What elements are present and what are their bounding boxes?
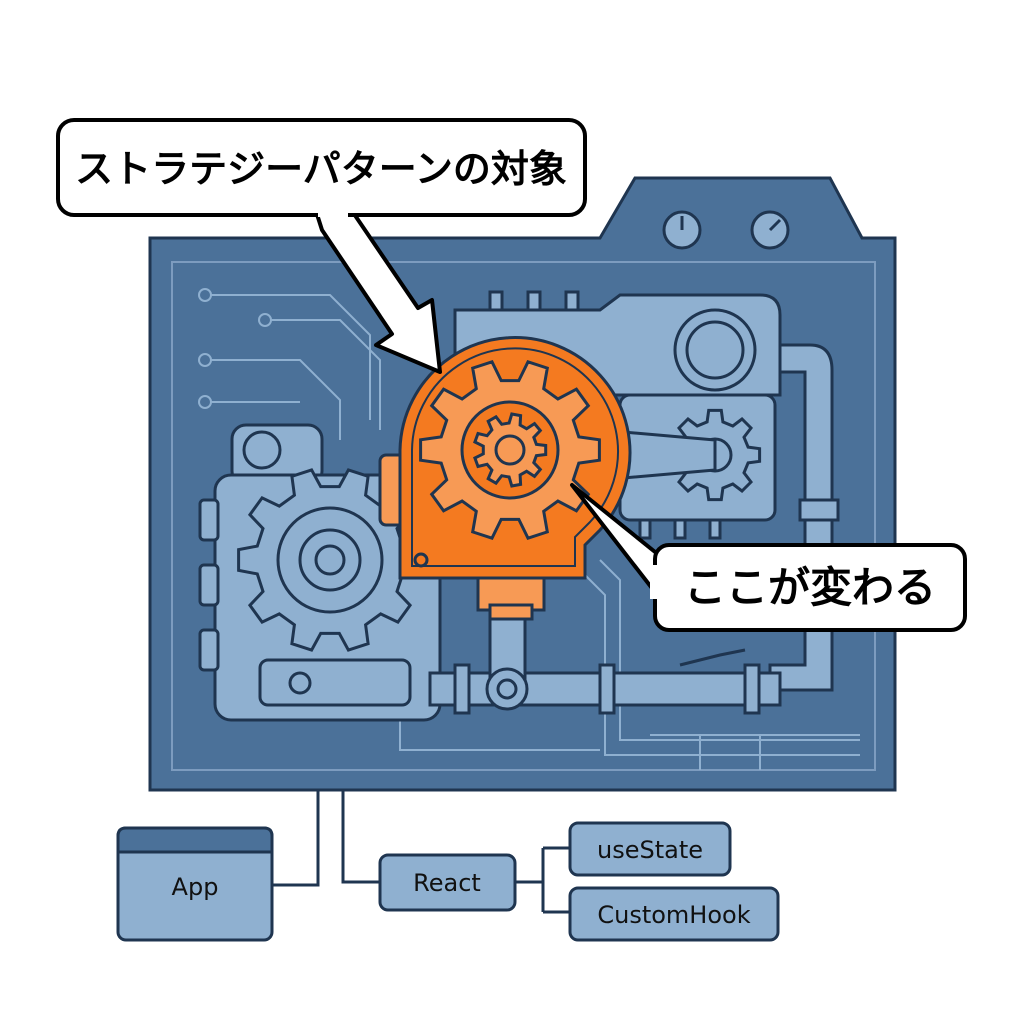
node-label: useState <box>597 836 703 864</box>
panel-inner-border <box>171 261 876 771</box>
strategy-unit <box>378 336 632 621</box>
node-label: React <box>413 869 481 897</box>
node-label: CustomHook <box>597 901 750 929</box>
callout-changes-here: ここが変わる <box>570 483 967 632</box>
tree-node-app[interactable]: App <box>116 826 274 942</box>
callout-text: ストラテジーパターンの対象 <box>75 147 567 191</box>
tree-node-react[interactable]: React <box>378 853 517 912</box>
node-label: App <box>172 873 219 901</box>
callout-text: ここが変わる <box>684 563 936 612</box>
left-machine <box>198 423 442 722</box>
tree-node-customhook[interactable]: CustomHook <box>568 886 780 942</box>
knob-needle <box>768 218 782 232</box>
callout-arrow <box>313 206 442 374</box>
tree-node-usestate[interactable]: useState <box>568 821 732 877</box>
tree-connectors <box>272 790 570 914</box>
callout-strategy-target: ストラテジーパターンの対象 <box>56 118 587 374</box>
